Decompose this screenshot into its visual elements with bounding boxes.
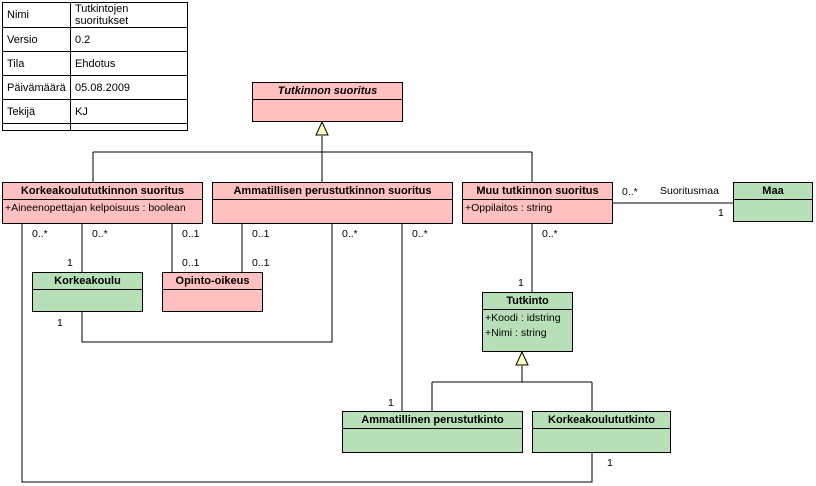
metadata-key: Päivämäärä bbox=[2, 75, 71, 100]
multiplicity-label: 0..* bbox=[412, 228, 428, 240]
multiplicity-label: 0..1 bbox=[182, 257, 200, 269]
multiplicity-label: 1 bbox=[388, 397, 394, 409]
class-name: Korkeakoulututkinto bbox=[533, 412, 670, 429]
metadata-value: Tutkintojen suoritukset bbox=[70, 2, 188, 28]
class-tutkinnon-suoritus[interactable]: Tutkinnon suoritus bbox=[252, 82, 403, 122]
class-opinto-oikeus[interactable]: Opinto-oikeus bbox=[162, 272, 263, 312]
class-name: Korkeakoulututkinnon suoritus bbox=[3, 183, 202, 200]
generalization-arrowhead bbox=[515, 350, 529, 366]
class-ammatillinen-perustutkinto[interactable]: Ammatillinen perustutkinto bbox=[342, 411, 523, 453]
metadata-value: 05.08.2009 bbox=[70, 75, 188, 100]
class-ammatillisen-perustutkinnon-suoritus[interactable]: Ammatillisen perustutkinnon suoritus bbox=[212, 182, 453, 224]
class-name: Maa bbox=[734, 183, 812, 200]
multiplicity-label: 1 bbox=[518, 277, 524, 289]
class-korkeakoulututkinto[interactable]: Korkeakoulututkinto bbox=[532, 411, 671, 453]
class-name: Muu tutkinnon suoritus bbox=[463, 183, 612, 200]
multiplicity-label: 0..* bbox=[32, 228, 48, 240]
generalization-arrowhead bbox=[315, 120, 329, 136]
class-muu-tutkinnon-suoritus[interactable]: Muu tutkinnon suoritus +Oppilaitos : str… bbox=[462, 182, 613, 224]
class-korkeakoulu[interactable]: Korkeakoulu bbox=[32, 272, 143, 312]
class-name: Opinto-oikeus bbox=[163, 273, 262, 290]
metadata-value: Ehdotus bbox=[70, 51, 188, 76]
association-line bbox=[21, 224, 593, 483]
multiplicity-label: 0..1 bbox=[252, 257, 270, 269]
class-attribute: +Nimi : string bbox=[485, 327, 547, 339]
metadata-key: Nimi bbox=[2, 2, 71, 28]
class-maa[interactable]: Maa bbox=[733, 182, 813, 222]
class-korkeakoulututkinnon-suoritus[interactable]: Korkeakoulututkinnon suoritus +Aineenope… bbox=[2, 182, 203, 224]
class-name: Ammatillisen perustutkinnon suoritus bbox=[213, 183, 452, 200]
class-name: Korkeakoulu bbox=[33, 273, 142, 290]
metadata-value: KJ bbox=[70, 99, 188, 124]
multiplicity-label: 0..* bbox=[92, 228, 108, 240]
class-attribute: +Aineenopettajan kelpoisuus : boolean bbox=[5, 202, 186, 214]
class-name: Tutkinto bbox=[483, 293, 572, 310]
class-name: Ammatillinen perustutkinto bbox=[343, 412, 522, 429]
class-attribute: +Koodi : idstring bbox=[485, 312, 561, 324]
class-name: Tutkinnon suoritus bbox=[253, 83, 402, 100]
metadata-key: Tila bbox=[2, 51, 71, 76]
multiplicity-label: 0..1 bbox=[182, 228, 200, 240]
multiplicity-label: 0..1 bbox=[252, 228, 270, 240]
multiplicity-label: 1 bbox=[57, 317, 63, 329]
multiplicity-label: 1 bbox=[718, 207, 724, 219]
multiplicity-label: 0..* bbox=[542, 228, 558, 240]
metadata-key: Tekijä bbox=[2, 99, 71, 124]
metadata-key: Versio bbox=[2, 27, 71, 52]
metadata-row-empty bbox=[2, 123, 188, 131]
metadata-value: 0.2 bbox=[70, 27, 188, 52]
multiplicity-label: 1 bbox=[67, 257, 73, 269]
multiplicity-label: 0..* bbox=[622, 186, 638, 198]
multiplicity-label: 0..* bbox=[342, 228, 358, 240]
class-tutkinto[interactable]: Tutkinto +Koodi : idstring +Nimi : strin… bbox=[482, 292, 573, 352]
association-line bbox=[81, 224, 333, 343]
class-attribute: +Oppilaitos : string bbox=[465, 202, 553, 214]
association-role-label: Suoritusmaa bbox=[660, 185, 719, 197]
multiplicity-label: 1 bbox=[607, 457, 613, 469]
